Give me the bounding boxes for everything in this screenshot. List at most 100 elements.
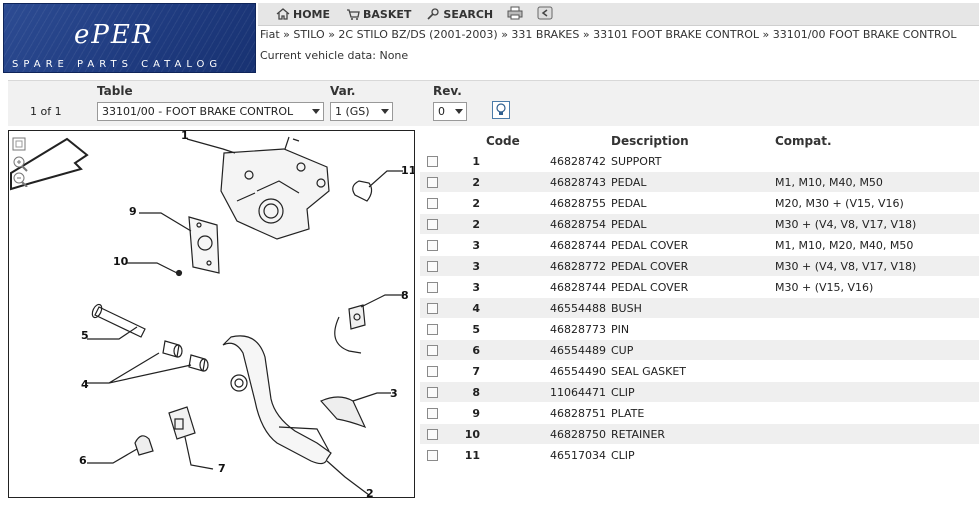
row-checkbox-cell (420, 234, 450, 256)
callout-1[interactable]: 1 (181, 129, 189, 142)
chevron-down-icon (381, 109, 389, 114)
row-checkbox[interactable] (427, 177, 438, 188)
rev-select[interactable]: 0 (433, 102, 467, 121)
row-checkbox[interactable] (427, 366, 438, 377)
var-select[interactable]: 1 (GS) (330, 102, 393, 121)
row-ref-number: 1 (450, 151, 486, 172)
zoom-out-icon[interactable] (13, 172, 28, 188)
callout-2[interactable]: 2 (366, 487, 374, 500)
row-code[interactable]: 46828742 (486, 151, 611, 172)
row-code[interactable]: 46828743 (486, 171, 611, 193)
callout-8[interactable]: 8 (401, 289, 409, 302)
row-checkbox[interactable] (427, 282, 438, 293)
row-checkbox-cell (420, 381, 450, 403)
search-button[interactable]: SEARCH (427, 8, 493, 21)
row-code[interactable]: 46517034 (486, 444, 611, 466)
zoom-in-icon[interactable] (13, 156, 28, 172)
home-button[interactable]: HOME (276, 8, 330, 21)
fit-icon[interactable] (12, 137, 26, 151)
row-code[interactable]: 46828744 (486, 234, 611, 256)
row-ref-number: 7 (450, 360, 486, 382)
row-code[interactable]: 46828755 (486, 192, 611, 214)
lightbulb-icon (492, 101, 510, 119)
row-compat: M30 + (V4, V8, V17, V18) (775, 255, 979, 277)
zoom-tools (12, 137, 30, 190)
row-checkbox[interactable] (427, 324, 438, 335)
row-checkbox[interactable] (427, 387, 438, 398)
row-code[interactable]: 46554488 (486, 297, 611, 319)
table-select[interactable]: 33101/00 - FOOT BRAKE CONTROL (97, 102, 324, 121)
row-checkbox[interactable] (427, 429, 438, 440)
callout-9[interactable]: 9 (129, 205, 137, 218)
row-checkbox[interactable] (427, 240, 438, 251)
info-button[interactable] (492, 101, 510, 122)
row-code[interactable]: 46828772 (486, 255, 611, 277)
row-ref-number: 9 (450, 402, 486, 424)
back-button[interactable] (537, 6, 553, 23)
logo-brand: ePER (74, 20, 154, 50)
row-checkbox[interactable] (427, 408, 438, 419)
print-icon (507, 6, 523, 19)
row-checkbox-cell (420, 151, 450, 172)
callout-10[interactable]: 10 (113, 255, 129, 268)
row-code[interactable]: 46828751 (486, 402, 611, 424)
parts-diagram[interactable]: 1 2 3 4 5 6 7 8 9 10 11 (8, 129, 416, 500)
callout-6[interactable]: 6 (79, 454, 87, 467)
row-compat: M30 + (V4, V8, V17, V18) (775, 213, 979, 235)
callout-11[interactable]: 11 (401, 164, 416, 177)
print-button[interactable] (507, 6, 523, 23)
row-compat (775, 318, 979, 340)
row-description: SEAL GASKET (611, 360, 775, 382)
row-checkbox-cell (420, 297, 450, 319)
row-compat (775, 339, 979, 361)
var-label: Var. (330, 84, 356, 98)
row-code[interactable]: 46554489 (486, 339, 611, 361)
row-compat (775, 402, 979, 424)
callout-5[interactable]: 5 (81, 329, 89, 342)
basket-button[interactable]: BASKET (346, 8, 411, 21)
row-checkbox[interactable] (427, 219, 438, 230)
callout-3[interactable]: 3 (390, 387, 398, 400)
row-compat (775, 444, 979, 466)
row-checkbox[interactable] (427, 345, 438, 356)
row-compat: M1, M10, M20, M40, M50 (775, 234, 979, 256)
row-checkbox[interactable] (427, 450, 438, 461)
row-description: RETAINER (611, 423, 775, 445)
row-code[interactable]: 46828754 (486, 213, 611, 235)
row-code[interactable]: 46828773 (486, 318, 611, 340)
row-code[interactable]: 11064471 (486, 381, 611, 403)
callout-4[interactable]: 4 (81, 378, 89, 391)
row-checkbox[interactable] (427, 303, 438, 314)
row-compat (775, 297, 979, 319)
chevron-down-icon (455, 109, 463, 114)
row-description: PEDAL (611, 171, 775, 193)
row-code[interactable]: 46828744 (486, 276, 611, 298)
table-label: Table (97, 84, 133, 98)
callout-7[interactable]: 7 (218, 462, 226, 475)
row-ref-number: 6 (450, 339, 486, 361)
row-code[interactable]: 46554490 (486, 360, 611, 382)
row-checkbox[interactable] (427, 156, 438, 167)
row-ref-number: 2 (450, 171, 486, 193)
row-checkbox[interactable] (427, 261, 438, 272)
column-header-description: Description (611, 133, 689, 148)
row-checkbox[interactable] (427, 198, 438, 209)
row-code[interactable]: 46828750 (486, 423, 611, 445)
breadcrumb[interactable]: Fiat » STILO » 2C STILO BZ/DS (2001-2003… (260, 28, 957, 41)
